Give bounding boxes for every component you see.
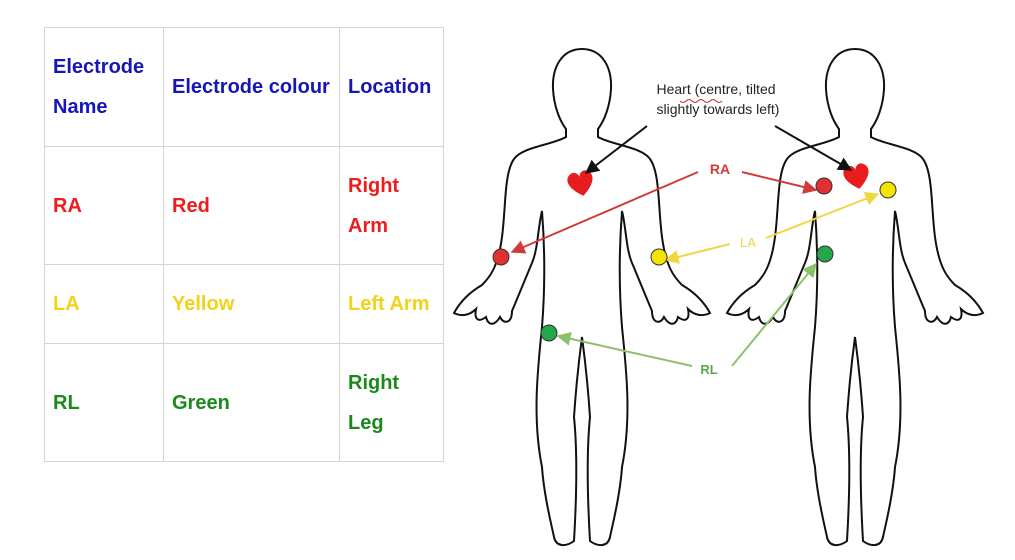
la-pointer-arrow: [765, 192, 880, 239]
la-label: LA: [740, 235, 756, 250]
cell-colour-la: Yellow: [163, 264, 340, 344]
spellcheck-squiggle: [679, 99, 723, 103]
electrode-rl-second: [816, 245, 834, 263]
heart-annotation-line2: slightly towards left): [657, 101, 780, 117]
ra-label: RA: [710, 161, 730, 177]
body-outline-front: [453, 48, 711, 547]
cell-location-ra: Right Arm: [339, 146, 444, 265]
table-header-row: Electrode Name Electrode colour Location: [44, 27, 444, 147]
electrode-ra-second: [815, 177, 833, 195]
rl-pointer-arrow: [731, 262, 817, 367]
table-row-ra: RA Red Right Arm: [44, 146, 444, 265]
rl-label: RL: [700, 362, 717, 377]
cell-location-la: Left Arm: [339, 264, 444, 344]
heart-icon: [567, 170, 593, 196]
table-row-rl: RL Green Right Leg: [44, 343, 444, 462]
cell-location-rl: Right Leg: [339, 343, 444, 462]
electrode-rl-front: [540, 324, 558, 342]
heart-pointer-arrow: [584, 125, 648, 174]
cell-name-la: LA: [44, 264, 164, 344]
table-row-la: LA Yellow Left Arm: [44, 264, 444, 344]
header-electrode-name: Electrode Name: [44, 27, 164, 147]
header-location: Location: [339, 27, 444, 147]
electrode-la-second: [879, 181, 897, 199]
la-pointer-arrow: [664, 243, 731, 264]
cell-colour-ra: Red: [163, 146, 340, 265]
electrode-table: Electrode Name Electrode colour Location…: [44, 27, 444, 462]
ra-pointer-arrow: [510, 171, 699, 254]
electrode-la-front: [650, 248, 668, 266]
cell-colour-rl: Green: [163, 343, 340, 462]
electrode-ra-front: [492, 248, 510, 266]
header-electrode-colour: Electrode colour: [163, 27, 340, 147]
cell-name-rl: RL: [44, 343, 164, 462]
rl-pointer-arrow: [556, 331, 693, 367]
heart-annotation-line1: Heart (centre, tilted: [656, 81, 775, 97]
electrode-table-wrapper: Electrode Name Electrode colour Location…: [44, 27, 444, 462]
body-outline-second: [726, 48, 984, 547]
heart-pointer-arrow: [774, 125, 853, 171]
ra-pointer-arrow: [741, 171, 818, 194]
